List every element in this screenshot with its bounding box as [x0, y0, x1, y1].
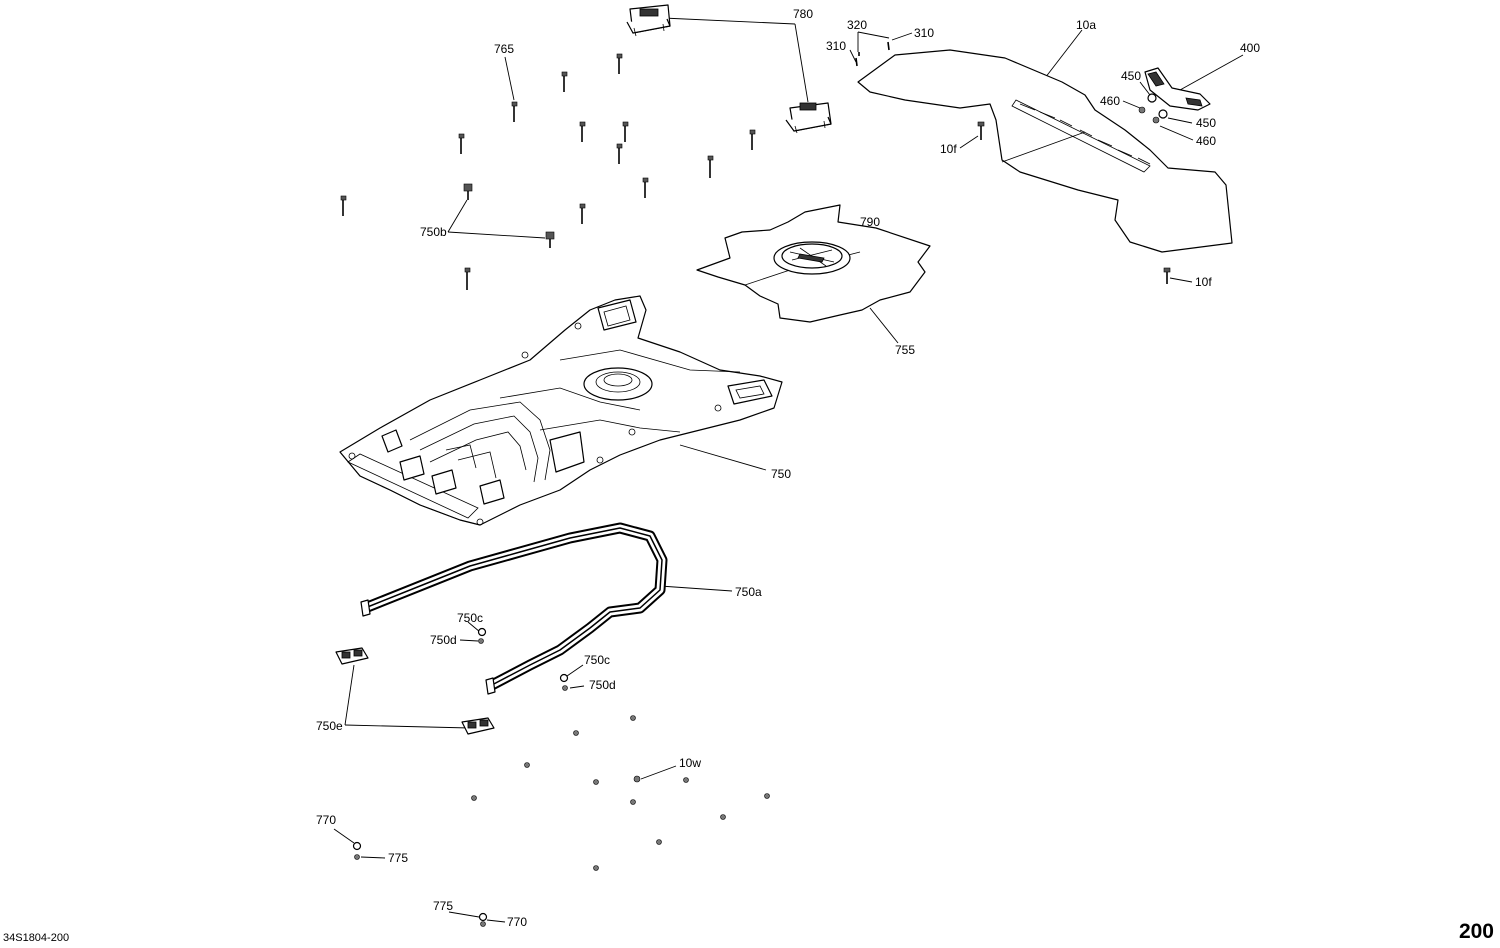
page-number: 200 [1458, 920, 1494, 943]
callout-10w: 10w [679, 756, 701, 770]
callout-750d-left: 750d [430, 633, 457, 647]
callout-460-lower: 460 [1196, 134, 1216, 148]
callout-400: 400 [1240, 41, 1260, 55]
callout-10a: 10a [1076, 18, 1096, 32]
rear-deck-mat-10a [857, 49, 1233, 253]
callout-790: 790 [860, 215, 880, 229]
cap-790 [773, 241, 851, 275]
callout-310-right: 310 [914, 26, 934, 40]
callout-780: 780 [793, 7, 813, 21]
callout-10f-lower: 10f [1195, 275, 1212, 289]
callout-775-upper: 775 [388, 851, 408, 865]
callout-460-upper: 460 [1100, 94, 1120, 108]
callout-770-upper: 770 [316, 813, 336, 827]
washers-750c-750d [477, 627, 569, 691]
callout-750b: 750b [420, 225, 447, 239]
washer-nut-set-450-460 [1138, 93, 1168, 124]
callout-320: 320 [847, 18, 867, 32]
rubber-block-780-top [626, 4, 671, 37]
callout-10f-upper: 10f [940, 142, 957, 156]
washers-770-775 [352, 841, 488, 927]
callout-775-lower: 775 [433, 899, 453, 913]
callout-750d-right: 750d [589, 678, 616, 692]
callout-450-lower: 450 [1196, 116, 1216, 130]
drawing-code: 34S1804-200 [3, 932, 70, 944]
callout-755: 755 [895, 343, 915, 357]
callout-750e: 750e [316, 719, 343, 733]
callout-750a: 750a [735, 585, 762, 599]
callout-310-left: 310 [826, 39, 846, 53]
rubber-block-780-bottom [785, 102, 832, 134]
callout-750c-left: 750c [457, 611, 483, 625]
bolts-750b [463, 183, 555, 248]
nuts-10w [471, 715, 770, 871]
callout-750c-right: 750c [584, 653, 610, 667]
seal-strip-750a [360, 522, 668, 695]
callout-765: 765 [494, 42, 514, 56]
clips-750e [335, 647, 495, 735]
handle-400 [1144, 67, 1211, 111]
screws-310-320 [855, 41, 890, 67]
callout-770-lower: 770 [507, 915, 527, 929]
callout-450-upper: 450 [1121, 69, 1141, 83]
callout-labels: 780 320 310 310 10a 400 450 460 450 460 … [316, 7, 1260, 929]
bolts-765 [340, 53, 756, 290]
screws-10f [977, 121, 1171, 284]
callout-750: 750 [771, 467, 791, 481]
deck-panel-750 [339, 295, 783, 526]
